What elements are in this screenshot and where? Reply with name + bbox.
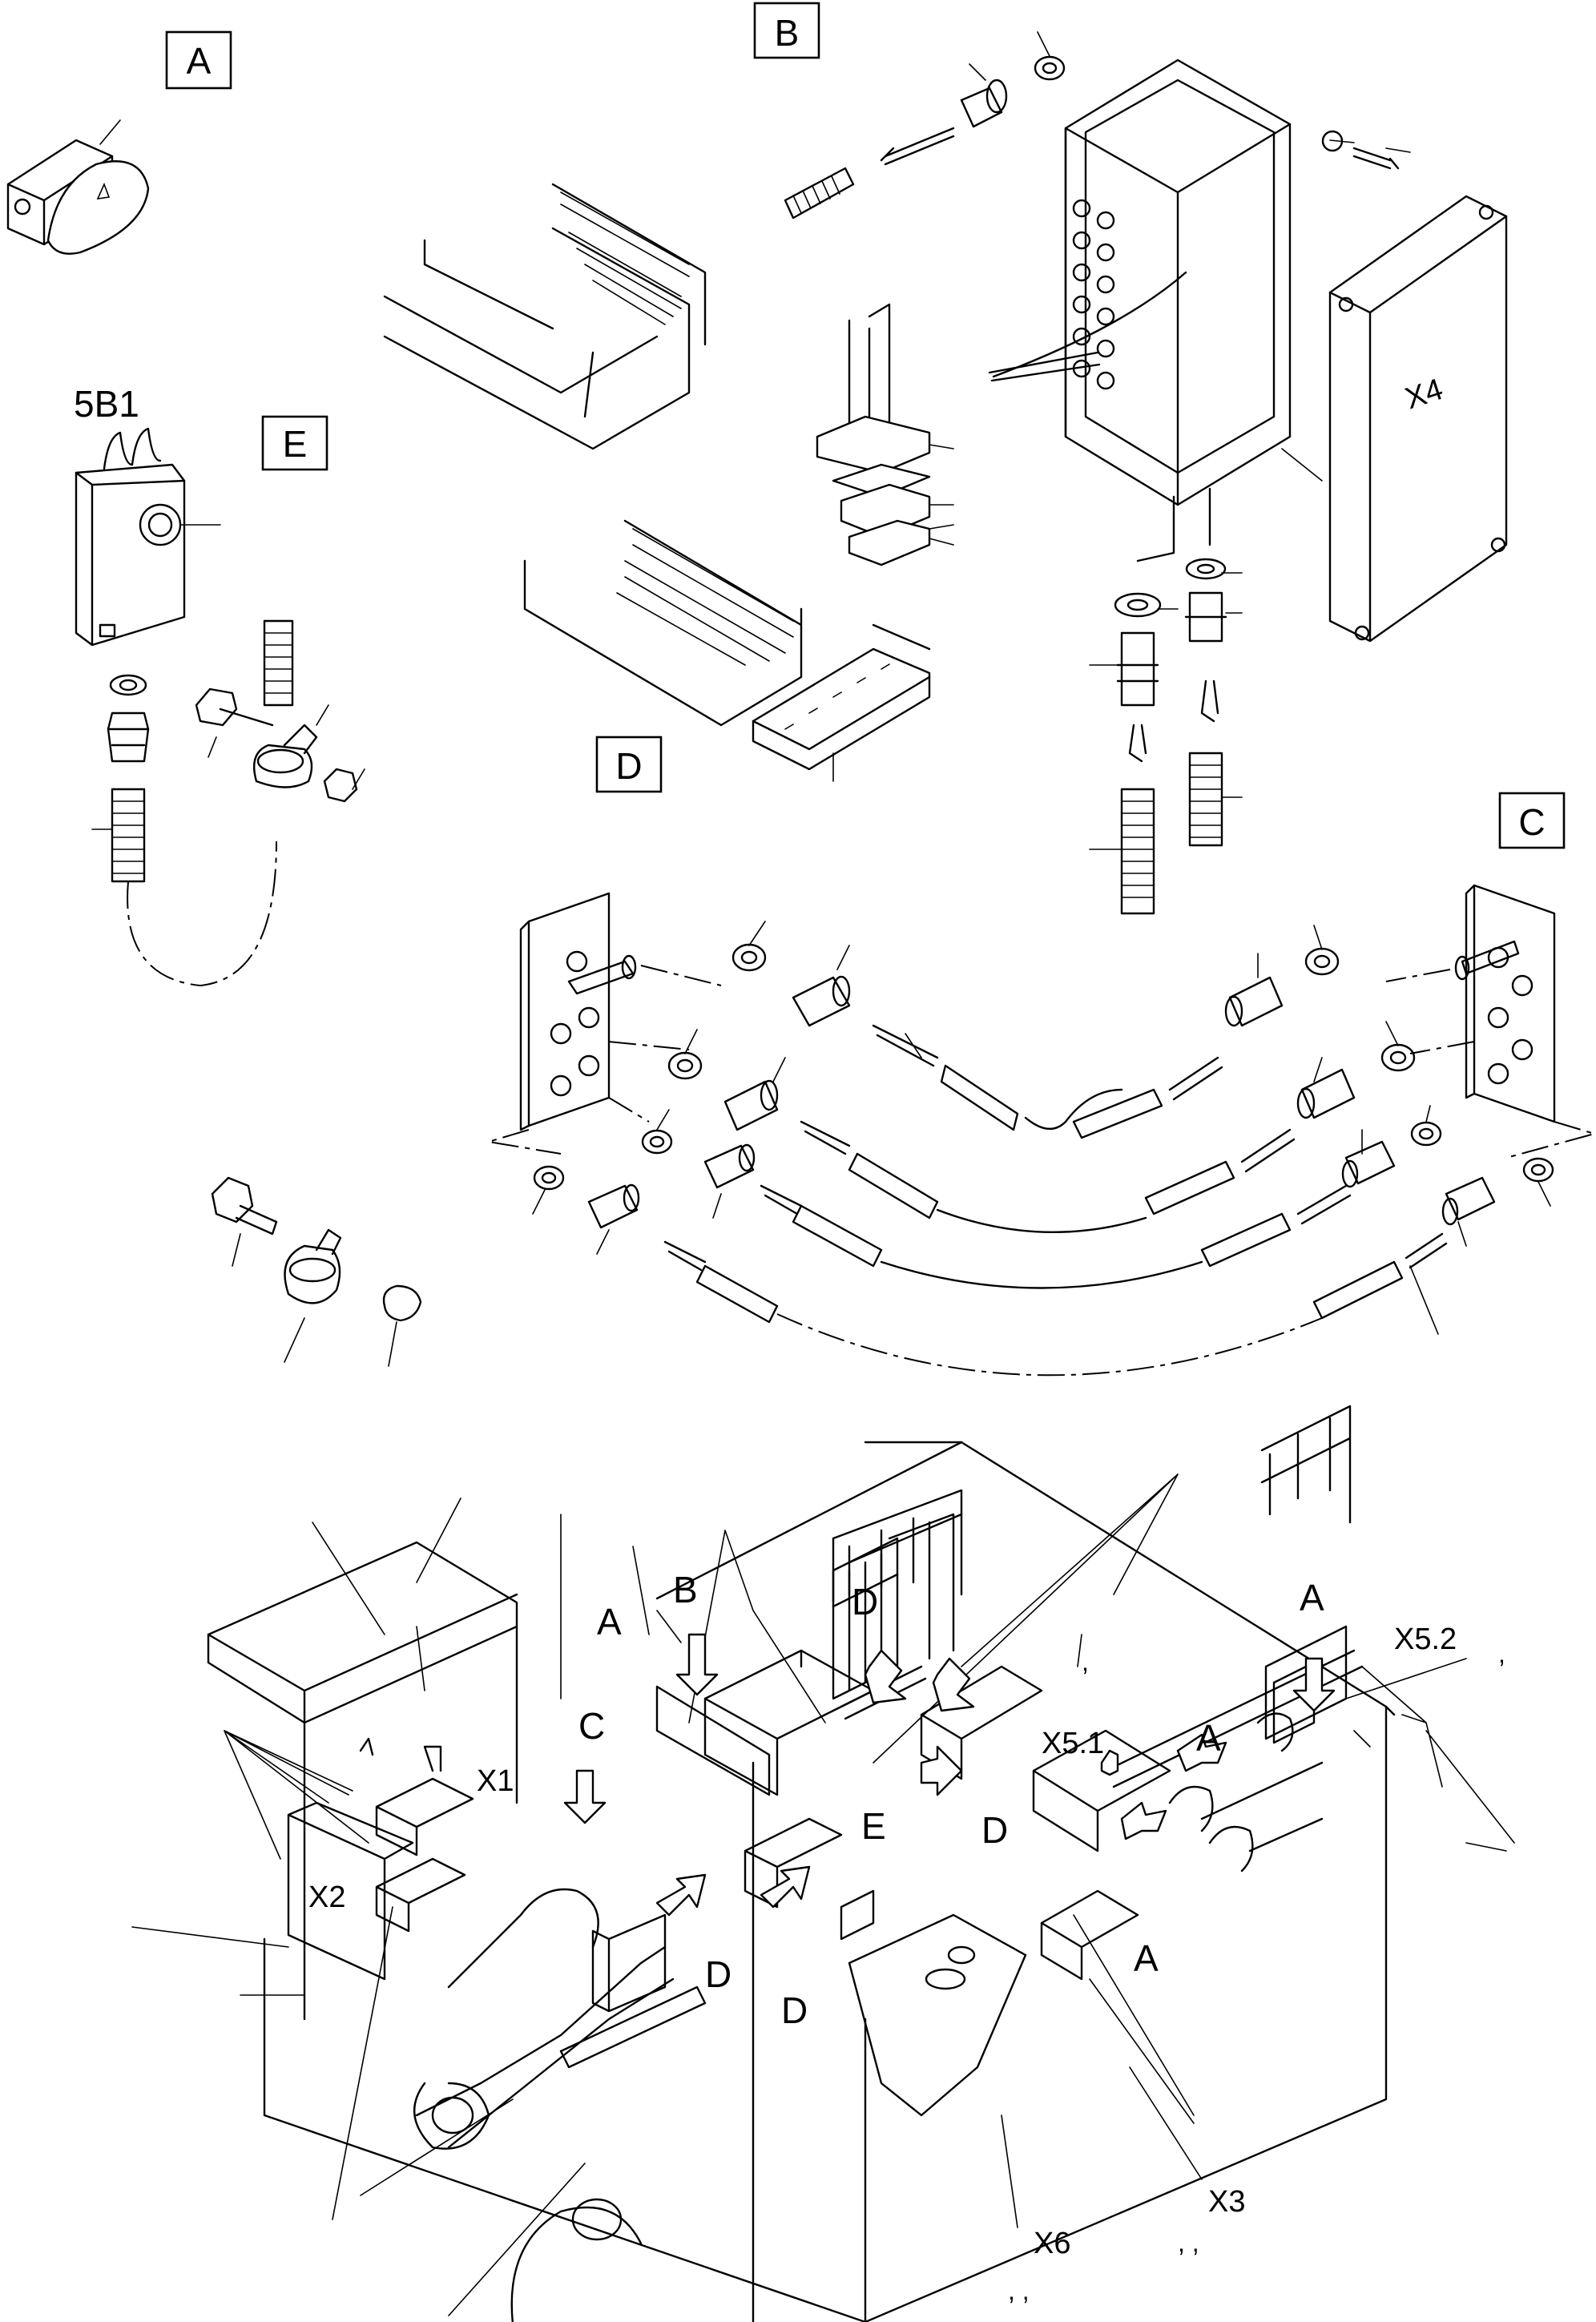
sensor-box-a — [6, 119, 150, 255]
overview-arrows — [563, 1633, 1336, 1917]
detail-c-box — [1498, 792, 1566, 849]
c-gland-row-4 — [533, 1157, 1554, 1229]
loose-clamp-hardware — [211, 1176, 422, 1367]
clamp-e — [195, 619, 365, 803]
x5-1-label: X5.1 — [1042, 1727, 1104, 1760]
comma-mark-4: , , — [1008, 2276, 1030, 2305]
bracket-left — [519, 892, 637, 1131]
callout-c-left: C — [578, 1705, 605, 1747]
x3-label: X3 — [1208, 2185, 1245, 2219]
conduit-b-top — [784, 31, 1066, 220]
overview-leader-lines — [131, 1473, 1515, 2316]
callout-a-low: A — [1134, 1937, 1159, 1979]
detail-e-group: E 5B1 — [74, 383, 365, 987]
junction-box-lid-x4: X4 — [1281, 195, 1508, 643]
thermostat-label: 5B1 — [74, 383, 139, 425]
callout-d-bottom: D — [781, 1989, 808, 2031]
thermostat-5b1 — [75, 427, 221, 647]
comma-mark-2: , — [1498, 1639, 1505, 1668]
c-dashed-frame-right — [1385, 969, 1596, 1159]
detail-e-label: E — [283, 423, 308, 465]
comma-mark-3: , , — [1178, 2228, 1199, 2257]
comma-mark-1: , — [1082, 1647, 1089, 1676]
callout-a-left: A — [597, 1601, 622, 1643]
detail-d-label: D — [615, 745, 642, 787]
c-leaders — [532, 921, 1551, 1255]
detail-b-box — [753, 2, 820, 59]
detail-c-group: C — [488, 792, 1596, 1377]
detail-c-label: C — [1518, 801, 1545, 843]
callout-a-mid: A — [1196, 1717, 1221, 1759]
overview-machine: X2 X1 — [207, 1405, 1396, 2322]
callout-d-low: D — [705, 1953, 732, 1995]
bracket-right — [1454, 884, 1556, 1123]
detail-e-box — [261, 415, 328, 471]
cable-tray-lower — [523, 519, 931, 782]
cable-tray-upper — [383, 183, 707, 450]
detail-b-label: B — [775, 12, 800, 54]
detail-a-box — [165, 30, 232, 90]
detail-d-box — [595, 736, 663, 793]
x6-label: X6 — [1034, 2227, 1070, 2260]
c-gland-row-3 — [641, 1121, 1442, 1189]
thermostat-gland — [91, 674, 277, 987]
terminal-rail — [816, 303, 954, 566]
callout-b-top: B — [673, 1569, 698, 1610]
x2-label: X2 — [308, 1881, 345, 1914]
x5-2-label: X5.2 — [1394, 1623, 1457, 1656]
glands-below-x4 — [1089, 558, 1243, 915]
callout-d-mid: D — [981, 1809, 1008, 1851]
c-gland-row-2 — [667, 1043, 1416, 1131]
detail-b-group: B — [753, 2, 1508, 915]
callout-e-center: E — [861, 1805, 886, 1847]
detail-a-label: A — [187, 40, 212, 82]
c-gland-row-1 — [732, 943, 1340, 1027]
x1-label: X1 — [477, 1764, 514, 1798]
detail-a-group: A — [6, 30, 232, 255]
callout-a-right-top: A — [1300, 1577, 1324, 1619]
overview-callout-letters: A B C D A A E D D D A X5.2 X5.1 X3 X6 , … — [578, 1569, 1505, 2305]
c-cables — [663, 1024, 1448, 1377]
callout-d-top: D — [852, 1581, 878, 1623]
junction-box-x4 — [988, 58, 1411, 562]
